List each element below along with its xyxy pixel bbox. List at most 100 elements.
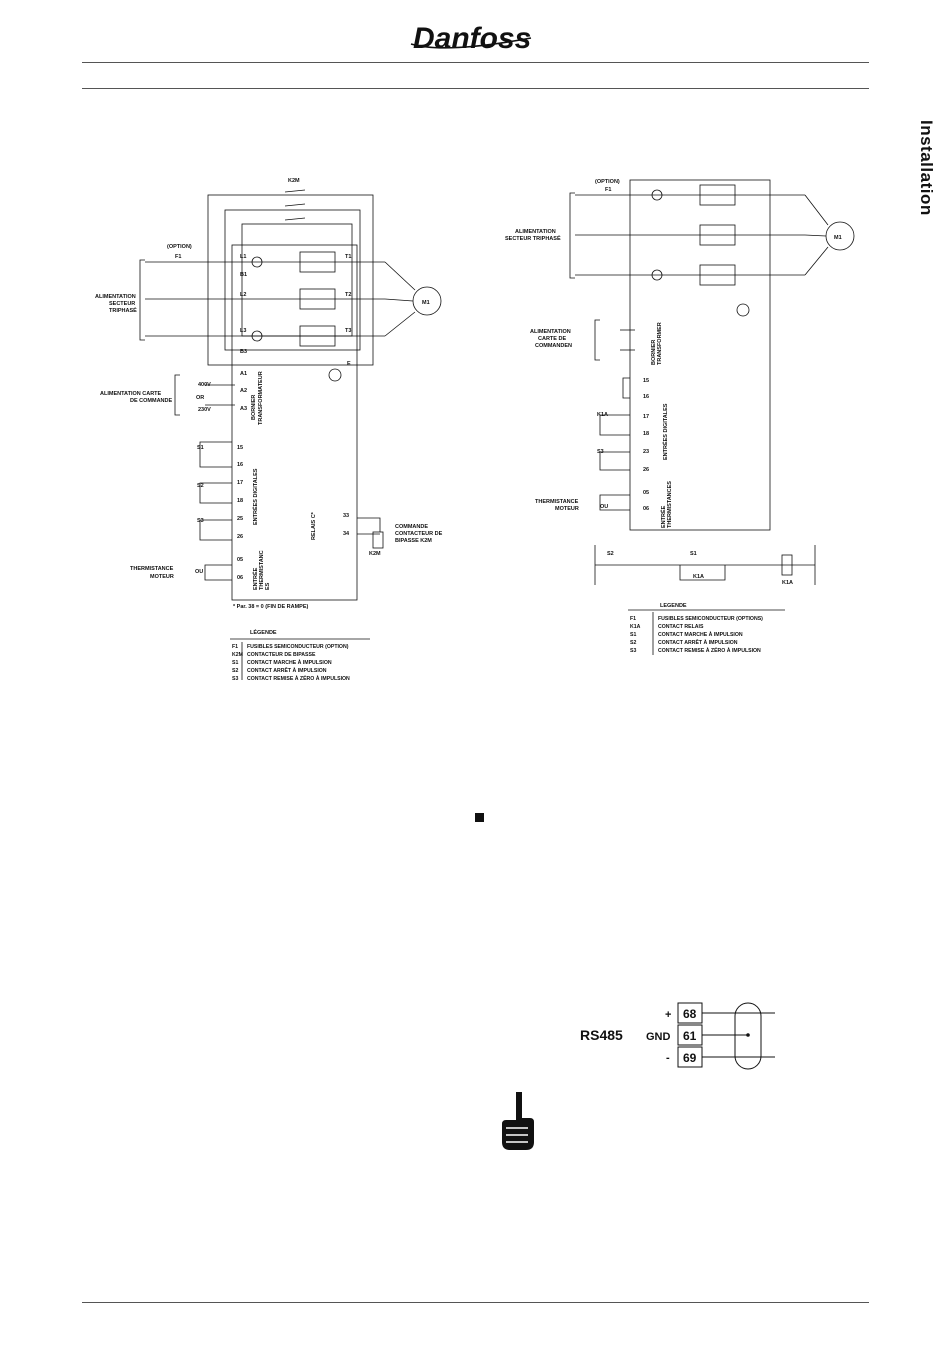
legend-text: CONTACTEUR DE BIPASSE	[247, 652, 316, 658]
therm-1: THERMISTANCE	[535, 499, 579, 505]
rs485-t68: 68	[683, 1007, 697, 1021]
label-s3: S3	[197, 518, 204, 524]
rs485-label: RS485	[580, 1027, 623, 1043]
label-supply-2: SECTEUR	[109, 301, 135, 307]
ou-label: OU	[195, 569, 203, 575]
s2-label: S2	[607, 551, 614, 557]
term-b3: B3	[240, 349, 247, 355]
entree-therm-2: THERMISTANCES	[667, 481, 673, 528]
label-f1: F1	[605, 187, 611, 193]
label-s1: S1	[197, 445, 204, 451]
term-t2: T2	[345, 292, 351, 298]
term-06: 06	[237, 575, 243, 581]
label-supply-3: TRIPHASÉ	[109, 306, 137, 314]
logo-text: Danfoss	[413, 22, 531, 55]
s1-label: S1	[690, 551, 697, 557]
label-option: (OPTION)	[595, 179, 620, 185]
bornier-label: BORNIER	[651, 340, 657, 365]
term-18: 18	[237, 498, 243, 504]
footnote: * Par. 38 = 0 (FIN DE RAMPE)	[233, 604, 309, 610]
term-33: 33	[343, 513, 349, 519]
k1a-coil: K1A	[782, 580, 793, 586]
bornier-label: BORNIER	[251, 395, 257, 420]
legend-code: S3	[232, 676, 238, 682]
s3-label: S3	[597, 449, 604, 455]
supply-1: ALIMENTATION	[515, 229, 556, 235]
term-26: 26	[237, 534, 243, 540]
footer-rule	[82, 1302, 869, 1303]
supply-2: SECTEUR TRIPHASÉ	[505, 234, 561, 242]
rs485-diagram: RS485 + GND - 68 61 69	[580, 1002, 775, 1070]
legend-code: S2	[630, 640, 636, 646]
term-05: 05	[643, 490, 649, 496]
term-a3: A3	[240, 406, 247, 412]
term-l3: L3	[240, 328, 246, 334]
rs485-t61: 61	[683, 1029, 697, 1043]
legend-text: CONTACT ARRÊT À IMPULSION	[658, 638, 738, 646]
label-s2: S2	[197, 483, 204, 489]
entree-therm-2: THERMISTANC	[259, 550, 265, 590]
legend-text: CONTACT REMISE À ZÉRO À IMPULSION	[658, 646, 761, 654]
ctrl-supply-2: DE COMMANDE	[130, 398, 172, 404]
legend-code: S2	[232, 668, 238, 674]
header-rule-top	[82, 62, 869, 63]
term-e: E	[347, 361, 351, 367]
label-supply-1: ALIMENTATION	[95, 294, 136, 300]
therm-2: MOTEUR	[150, 574, 174, 580]
legend-text: FUSIBLES SEMICONDUCTEUR (OPTIONS)	[658, 616, 763, 622]
legend-text: CONTACT ARRÊT À IMPULSION	[247, 666, 327, 674]
legend-code: F1	[630, 616, 636, 622]
commande-1: COMMANDE	[395, 524, 428, 530]
legend-text: CONTACT RELAIS	[658, 624, 704, 630]
rs485-plus: +	[665, 1009, 671, 1021]
label-f1: F1	[175, 254, 181, 260]
term-05: 05	[237, 557, 243, 563]
or-label: OR	[196, 395, 204, 401]
header-rule-bottom	[82, 88, 869, 89]
legend-text: FUSIBLES SEMICONDUCTEUR (OPTION)	[247, 644, 349, 650]
k1a-label: K1A	[597, 412, 608, 418]
term-25: 25	[237, 516, 243, 522]
transfo-label: TRANSFORMER	[657, 322, 663, 365]
commande-2: CONTACTEUR DE	[395, 531, 443, 537]
term-t3: T3	[345, 328, 351, 334]
legend-code: K1A	[630, 624, 641, 630]
right-wiring-diagram: (OPTION) F1 ALIMENTATION SECTEUR TRIPHAS…	[505, 179, 855, 655]
term-l1: L1	[240, 254, 246, 260]
ctrl-supply-3: COMMANDEN	[535, 343, 572, 349]
rs485-minus: -	[666, 1052, 670, 1064]
entree-therm-3: ES	[265, 582, 271, 590]
term-15: 15	[237, 445, 243, 451]
k1a-contact: K1A	[693, 574, 704, 580]
danfoss-logo: Danfoss	[410, 22, 531, 55]
rs485-gnd: GND	[646, 1031, 671, 1043]
pointing-hand-icon	[502, 1092, 534, 1150]
term-18: 18	[643, 431, 649, 437]
term-l2: L2	[240, 292, 246, 298]
term-a1: A1	[240, 371, 247, 377]
ctrl-supply-1: ALIMENTATION	[530, 329, 571, 335]
legend-code: S1	[630, 632, 636, 638]
legend-title: LEGENDE	[660, 603, 687, 609]
term-06: 06	[643, 506, 649, 512]
term-23: 23	[643, 449, 649, 455]
term-17: 17	[237, 480, 243, 486]
term-15: 15	[643, 378, 649, 384]
legend-code: K2M	[232, 652, 243, 658]
legend-title: LÉGENDE	[250, 628, 277, 636]
entrees-label: ENTRÉES DIGITALES	[661, 403, 669, 460]
entree-therm-1: ENTRÉE	[659, 505, 667, 528]
section-bullet	[475, 813, 484, 822]
term-t1: T1	[345, 254, 351, 260]
transfo-label: TRANSFORMATEUR	[258, 371, 264, 425]
term-a2: A2	[240, 388, 247, 394]
legend-text: CONTACT MARCHE À IMPULSION	[658, 631, 743, 638]
entree-therm-1: ENTRÉE	[251, 567, 259, 590]
v230: 230V	[198, 407, 211, 413]
ctrl-supply-2: CARTE DE	[538, 336, 566, 342]
commande-3: BIPASSE K2M	[395, 538, 432, 544]
ctrl-supply-1: ALIMENTATION CARTE	[100, 391, 162, 397]
motor-label: M1	[422, 300, 430, 306]
label-option: (OPTION)	[167, 244, 192, 250]
therm-1: THERMISTANCE	[130, 566, 174, 572]
